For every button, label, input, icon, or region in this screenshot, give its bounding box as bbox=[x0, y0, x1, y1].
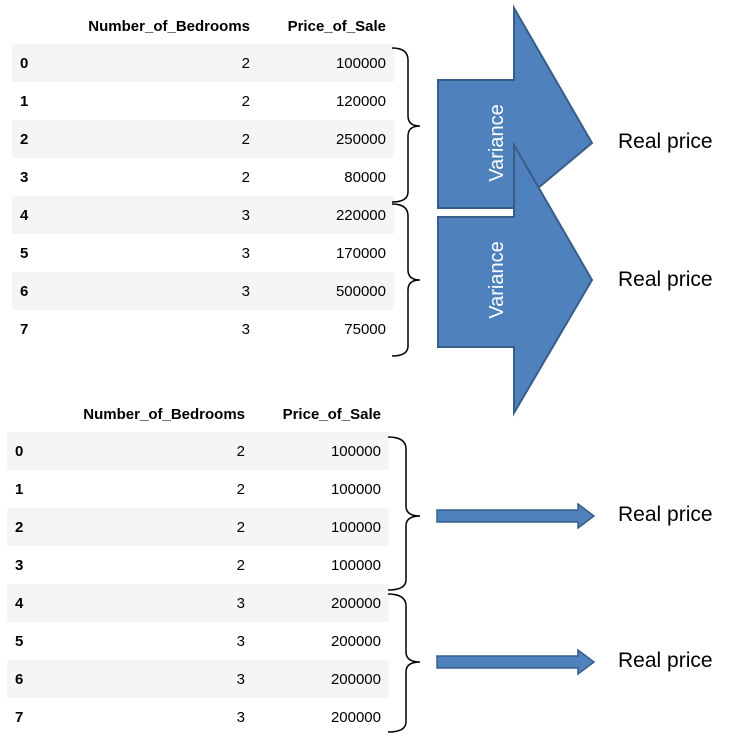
price-cell: 220000 bbox=[335, 206, 386, 224]
table-row: 7 3 200000 bbox=[7, 698, 389, 736]
bedrooms-cell: 2 bbox=[236, 518, 245, 536]
bedrooms-cell: 2 bbox=[236, 442, 245, 460]
thin-arrow-1 bbox=[436, 502, 596, 530]
price-cell: 170000 bbox=[335, 244, 386, 262]
table-row: 0 2 100000 bbox=[7, 432, 389, 470]
table-row: 7 3 75000 bbox=[12, 310, 394, 348]
variance-arrow-2 bbox=[437, 141, 594, 417]
table-row: 4 3 200000 bbox=[7, 584, 389, 622]
bedrooms-cell: 2 bbox=[241, 92, 250, 110]
real-price-label-2: Real price bbox=[618, 268, 713, 291]
bedrooms-cell: 3 bbox=[241, 320, 250, 338]
bedrooms-cell: 3 bbox=[236, 670, 245, 688]
dataframe-table-bottom: Number_of_Bedrooms Price_of_Sale 0 2 10000… bbox=[7, 396, 389, 736]
price-cell: 200000 bbox=[330, 670, 381, 688]
table-row: 6 3 200000 bbox=[7, 660, 389, 698]
bedrooms-cell: 2 bbox=[241, 130, 250, 148]
table-row: 3 2 80000 bbox=[12, 158, 394, 196]
dataframe-table-top: Number_of_Bedrooms Price_of_Sale 0 2 10000… bbox=[12, 8, 394, 348]
row-index: 7 bbox=[15, 708, 24, 726]
price-cell: 100000 bbox=[330, 556, 381, 574]
row-index: 2 bbox=[20, 130, 29, 148]
real-price-label-1: Real price bbox=[618, 130, 713, 153]
price-cell: 500000 bbox=[335, 282, 386, 300]
price-cell: 100000 bbox=[335, 54, 386, 72]
table-row: 1 2 100000 bbox=[7, 470, 389, 508]
table-row: 4 3 220000 bbox=[12, 196, 394, 234]
row-index: 0 bbox=[15, 442, 24, 460]
bedrooms-cell: 2 bbox=[241, 168, 250, 186]
row-index: 6 bbox=[20, 282, 29, 300]
brace-group-4 bbox=[387, 593, 421, 733]
variance-arrow-1 bbox=[437, 4, 594, 209]
bedrooms-cell: 3 bbox=[241, 244, 250, 262]
table-row: 6 3 500000 bbox=[12, 272, 394, 310]
bedrooms-cell: 3 bbox=[236, 594, 245, 612]
price-cell: 100000 bbox=[330, 442, 381, 460]
row-index: 4 bbox=[20, 206, 29, 224]
price-cell: 75000 bbox=[344, 320, 386, 338]
row-index: 5 bbox=[20, 244, 29, 262]
table-row: 3 2 100000 bbox=[7, 546, 389, 584]
table-row: 0 2 100000 bbox=[12, 44, 394, 82]
bedrooms-cell: 2 bbox=[236, 480, 245, 498]
row-index: 5 bbox=[15, 632, 24, 650]
column-header-bedrooms: Number_of_Bedrooms bbox=[88, 17, 250, 35]
row-index: 1 bbox=[15, 480, 24, 498]
table-row: 5 3 170000 bbox=[12, 234, 394, 272]
brace-group-2 bbox=[391, 203, 421, 357]
variance-label-2: Variance bbox=[486, 241, 508, 318]
row-index: 2 bbox=[15, 518, 24, 536]
row-index: 7 bbox=[20, 320, 29, 338]
real-price-label-4: Real price bbox=[618, 649, 713, 672]
row-index: 6 bbox=[15, 670, 24, 688]
real-price-label-3: Real price bbox=[618, 503, 713, 526]
bedrooms-cell: 3 bbox=[236, 632, 245, 650]
bedrooms-cell: 3 bbox=[241, 282, 250, 300]
price-cell: 100000 bbox=[330, 518, 381, 536]
price-cell: 200000 bbox=[330, 632, 381, 650]
table-row: 2 2 250000 bbox=[12, 120, 394, 158]
bedrooms-cell: 3 bbox=[236, 708, 245, 726]
row-index: 0 bbox=[20, 54, 29, 72]
table-row: 1 2 120000 bbox=[12, 82, 394, 120]
price-cell: 120000 bbox=[335, 92, 386, 110]
brace-group-1 bbox=[391, 47, 421, 203]
price-cell: 80000 bbox=[344, 168, 386, 186]
price-cell: 100000 bbox=[330, 480, 381, 498]
row-index: 3 bbox=[15, 556, 24, 574]
column-header-bedrooms: Number_of_Bedrooms bbox=[83, 405, 245, 423]
price-cell: 200000 bbox=[330, 708, 381, 726]
row-index: 3 bbox=[20, 168, 29, 186]
thin-arrow-2 bbox=[436, 648, 596, 676]
price-cell: 250000 bbox=[335, 130, 386, 148]
bedrooms-cell: 2 bbox=[236, 556, 245, 574]
bedrooms-cell: 2 bbox=[241, 54, 250, 72]
bedrooms-cell: 3 bbox=[241, 206, 250, 224]
table-row: 5 3 200000 bbox=[7, 622, 389, 660]
column-header-price: Price_of_Sale bbox=[282, 405, 381, 423]
price-cell: 200000 bbox=[330, 594, 381, 612]
brace-group-3 bbox=[387, 436, 421, 591]
column-header-price: Price_of_Sale bbox=[287, 17, 386, 35]
variance-label-1: Variance bbox=[486, 104, 508, 181]
table-row: 2 2 100000 bbox=[7, 508, 389, 546]
row-index: 1 bbox=[20, 92, 29, 110]
row-index: 4 bbox=[15, 594, 24, 612]
